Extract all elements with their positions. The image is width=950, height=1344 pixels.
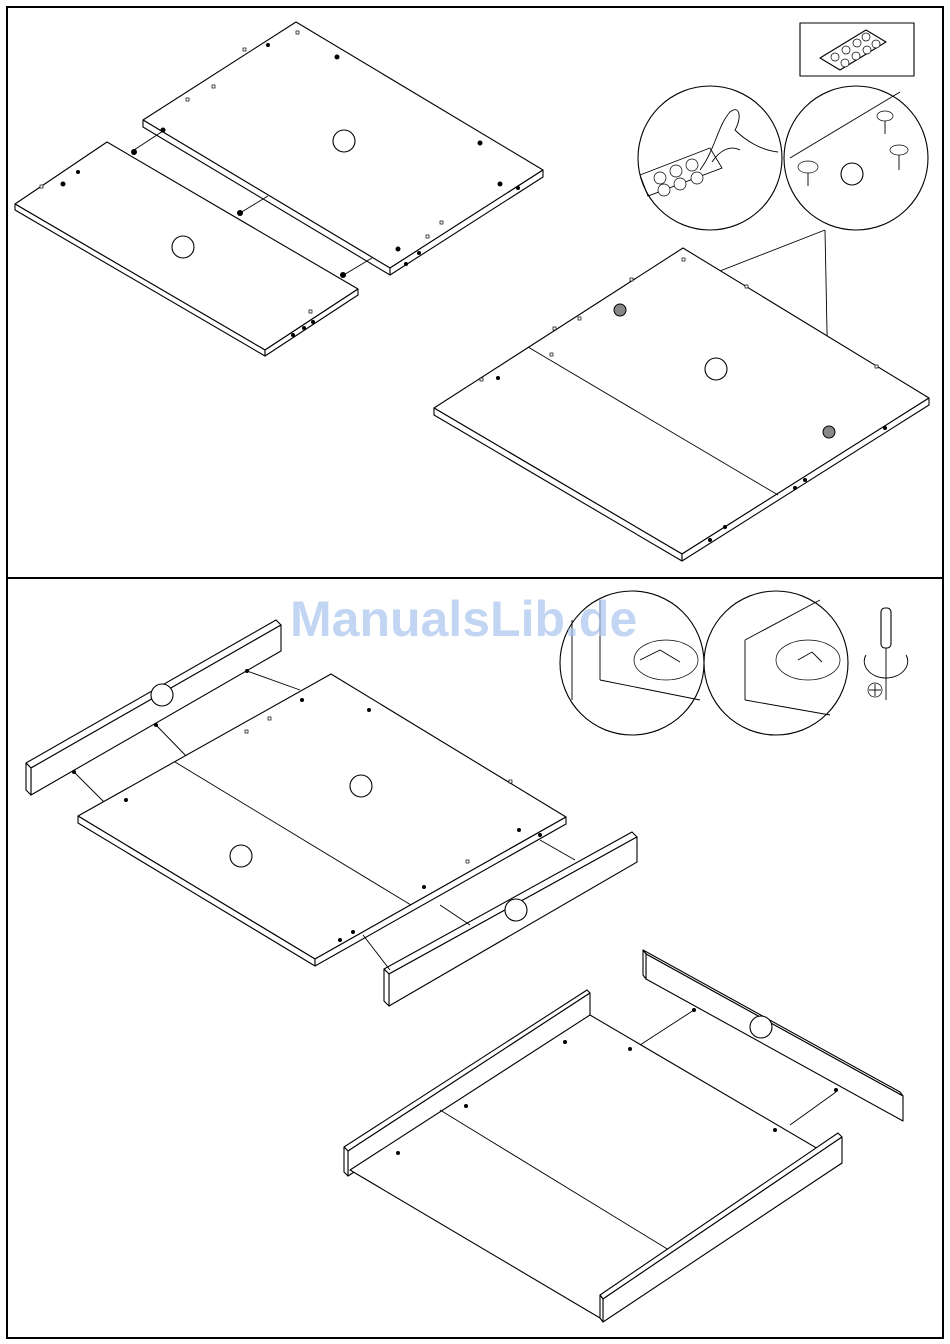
- part-label-circle: [750, 1016, 772, 1038]
- part-label-circle: [350, 775, 372, 797]
- part-label-circle: [151, 684, 173, 706]
- assembled-frame: [344, 950, 903, 1322]
- board-joined: [434, 248, 929, 561]
- part-label-circle: [333, 130, 355, 152]
- cam-lock-closed-icon: [704, 591, 848, 735]
- part-label-circle: [505, 899, 527, 921]
- part-label-circle: [230, 845, 252, 867]
- felt-pad-marker: [823, 426, 835, 438]
- felt-pad-marker: [614, 304, 626, 316]
- part-label-circle: [705, 358, 727, 380]
- watermark-text: ManualsLib.de: [290, 590, 637, 648]
- felt-pad-sheet-icon: [800, 23, 914, 76]
- peel-pad-detail-icon: [638, 86, 782, 230]
- apply-pad-detail-icon: [784, 86, 928, 230]
- screwdriver-icon: [864, 608, 908, 700]
- part-label-circle: [172, 236, 194, 258]
